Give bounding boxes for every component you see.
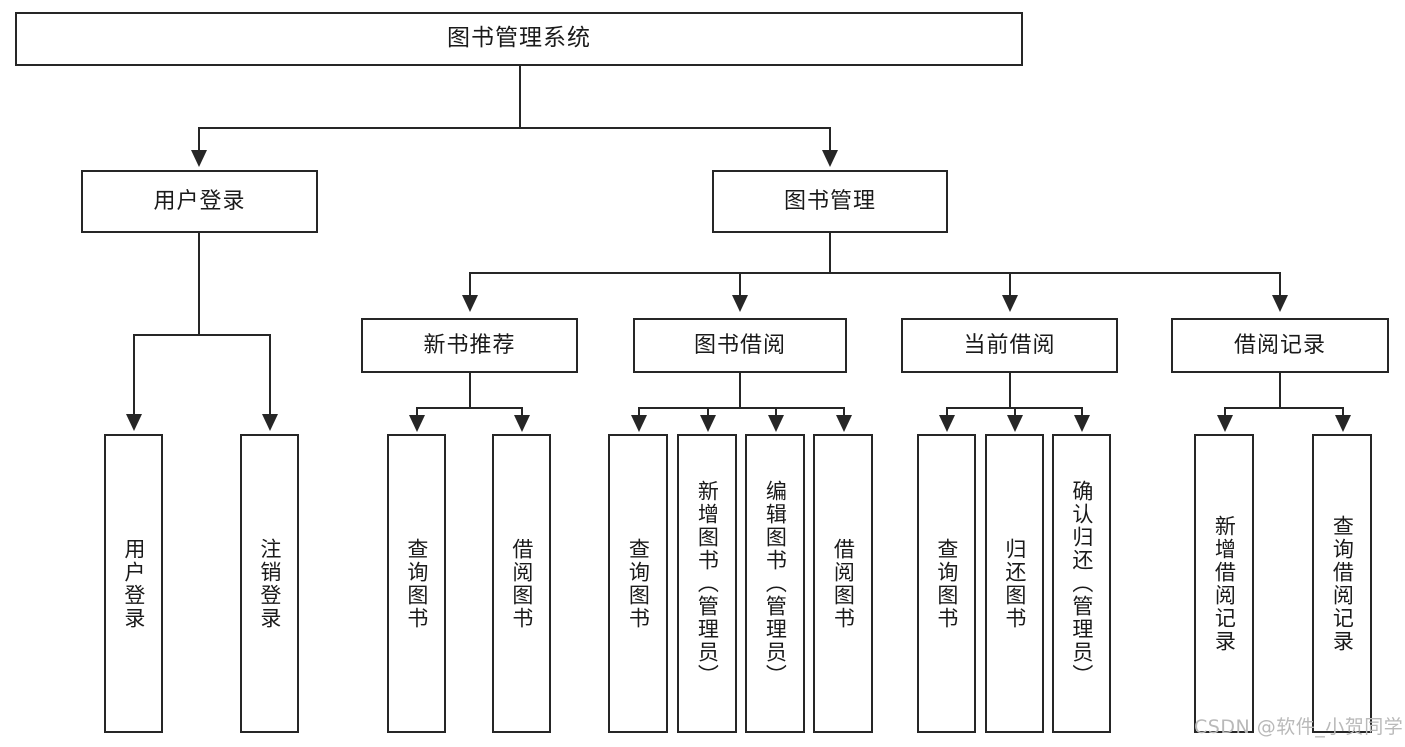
connector-user-login-bus [133,334,271,336]
arrowhead-current-borrow [1002,295,1018,312]
arrowhead-new-book [462,295,478,312]
connector-book-manage-bus [469,272,1280,274]
connector-drop-current-borrow [1009,272,1011,298]
leaf-br-query-record[interactable]: 查询借阅记录 [1312,434,1372,733]
connector-drop-borrow-record [1279,272,1281,298]
connector-root-stem [519,66,521,127]
connector-drop-cb-confirm [1081,407,1083,418]
arrowhead-leaf-logout [262,414,278,431]
leaf-cb-confirm-return[interactable]: 确认归还（管理员） [1052,434,1111,733]
connector-drop-nb-borrow [521,407,523,418]
connector-drop-leaf-user-login [133,334,135,417]
leaf-nb-borrow-book[interactable]: 借阅图书 [492,434,551,733]
node-current-borrow[interactable]: 当前借阅 [901,318,1118,373]
node-new-book-recommend[interactable]: 新书推荐 [361,318,578,373]
connector-book-manage-stem [829,233,831,272]
node-book-borrow[interactable]: 图书借阅 [633,318,847,373]
arrowhead-leaf-user-login [126,414,142,431]
node-borrow-record[interactable]: 借阅记录 [1171,318,1389,373]
arrowhead-bb-borrow [836,415,852,432]
arrowhead-book-borrow [732,295,748,312]
connector-drop-book-manage [829,127,831,153]
node-user-login[interactable]: 用户登录 [81,170,318,233]
arrowhead-nb-query [409,415,425,432]
connector-drop-br-add [1224,407,1226,418]
leaf-bb-query-book[interactable]: 查询图书 [608,434,668,733]
leaf-br-add-record[interactable]: 新增借阅记录 [1194,434,1254,733]
leaf-bb-edit-book[interactable]: 编辑图书（管理员） [745,434,805,733]
arrowhead-nb-borrow [514,415,530,432]
node-root-system[interactable]: 图书管理系统 [15,12,1023,66]
leaf-nb-query-book[interactable]: 查询图书 [387,434,446,733]
connector-drop-br-query [1342,407,1344,418]
connector-borrow-record-bus [1224,407,1343,409]
connector-drop-bb-edit [775,407,777,418]
leaf-cb-query-book[interactable]: 查询图书 [917,434,976,733]
arrowhead-bb-add [700,415,716,432]
leaf-cb-return-book[interactable]: 归还图书 [985,434,1044,733]
connector-drop-bb-query [638,407,640,418]
connector-drop-user-login [198,127,200,153]
connector-drop-bb-add [707,407,709,418]
leaf-bb-borrow-book[interactable]: 借阅图书 [813,434,873,733]
connector-drop-nb-query [416,407,418,418]
connector-drop-book-borrow [739,272,741,298]
arrowhead-cb-confirm [1074,415,1090,432]
connector-new-book-bus [416,407,522,409]
connector-borrow-record-stem [1279,373,1281,407]
leaf-user-login[interactable]: 用户登录 [104,434,163,733]
arrowhead-br-add [1217,415,1233,432]
arrowhead-borrow-record [1272,295,1288,312]
node-book-manage[interactable]: 图书管理 [712,170,948,233]
connector-new-book-stem [469,373,471,407]
connector-drop-leaf-logout [269,334,271,417]
arrowhead-bb-edit [768,415,784,432]
leaf-logout[interactable]: 注销登录 [240,434,299,733]
arrowhead-br-query [1335,415,1351,432]
arrowhead-bb-query [631,415,647,432]
connector-book-borrow-stem [739,373,741,407]
arrowhead-book-manage [822,150,838,167]
connector-drop-cb-query [946,407,948,418]
arrowhead-user-login [191,150,207,167]
arrowhead-cb-query [939,415,955,432]
connector-top-bus [198,127,831,129]
leaf-bb-add-book[interactable]: 新增图书（管理员） [677,434,737,733]
connector-book-borrow-bus [638,407,844,409]
connector-drop-new-book [469,272,471,298]
arrowhead-cb-return [1007,415,1023,432]
connector-user-login-stem [198,233,200,334]
connector-current-borrow-stem [1009,373,1011,407]
connector-drop-cb-return [1014,407,1016,418]
connector-drop-bb-borrow [843,407,845,418]
